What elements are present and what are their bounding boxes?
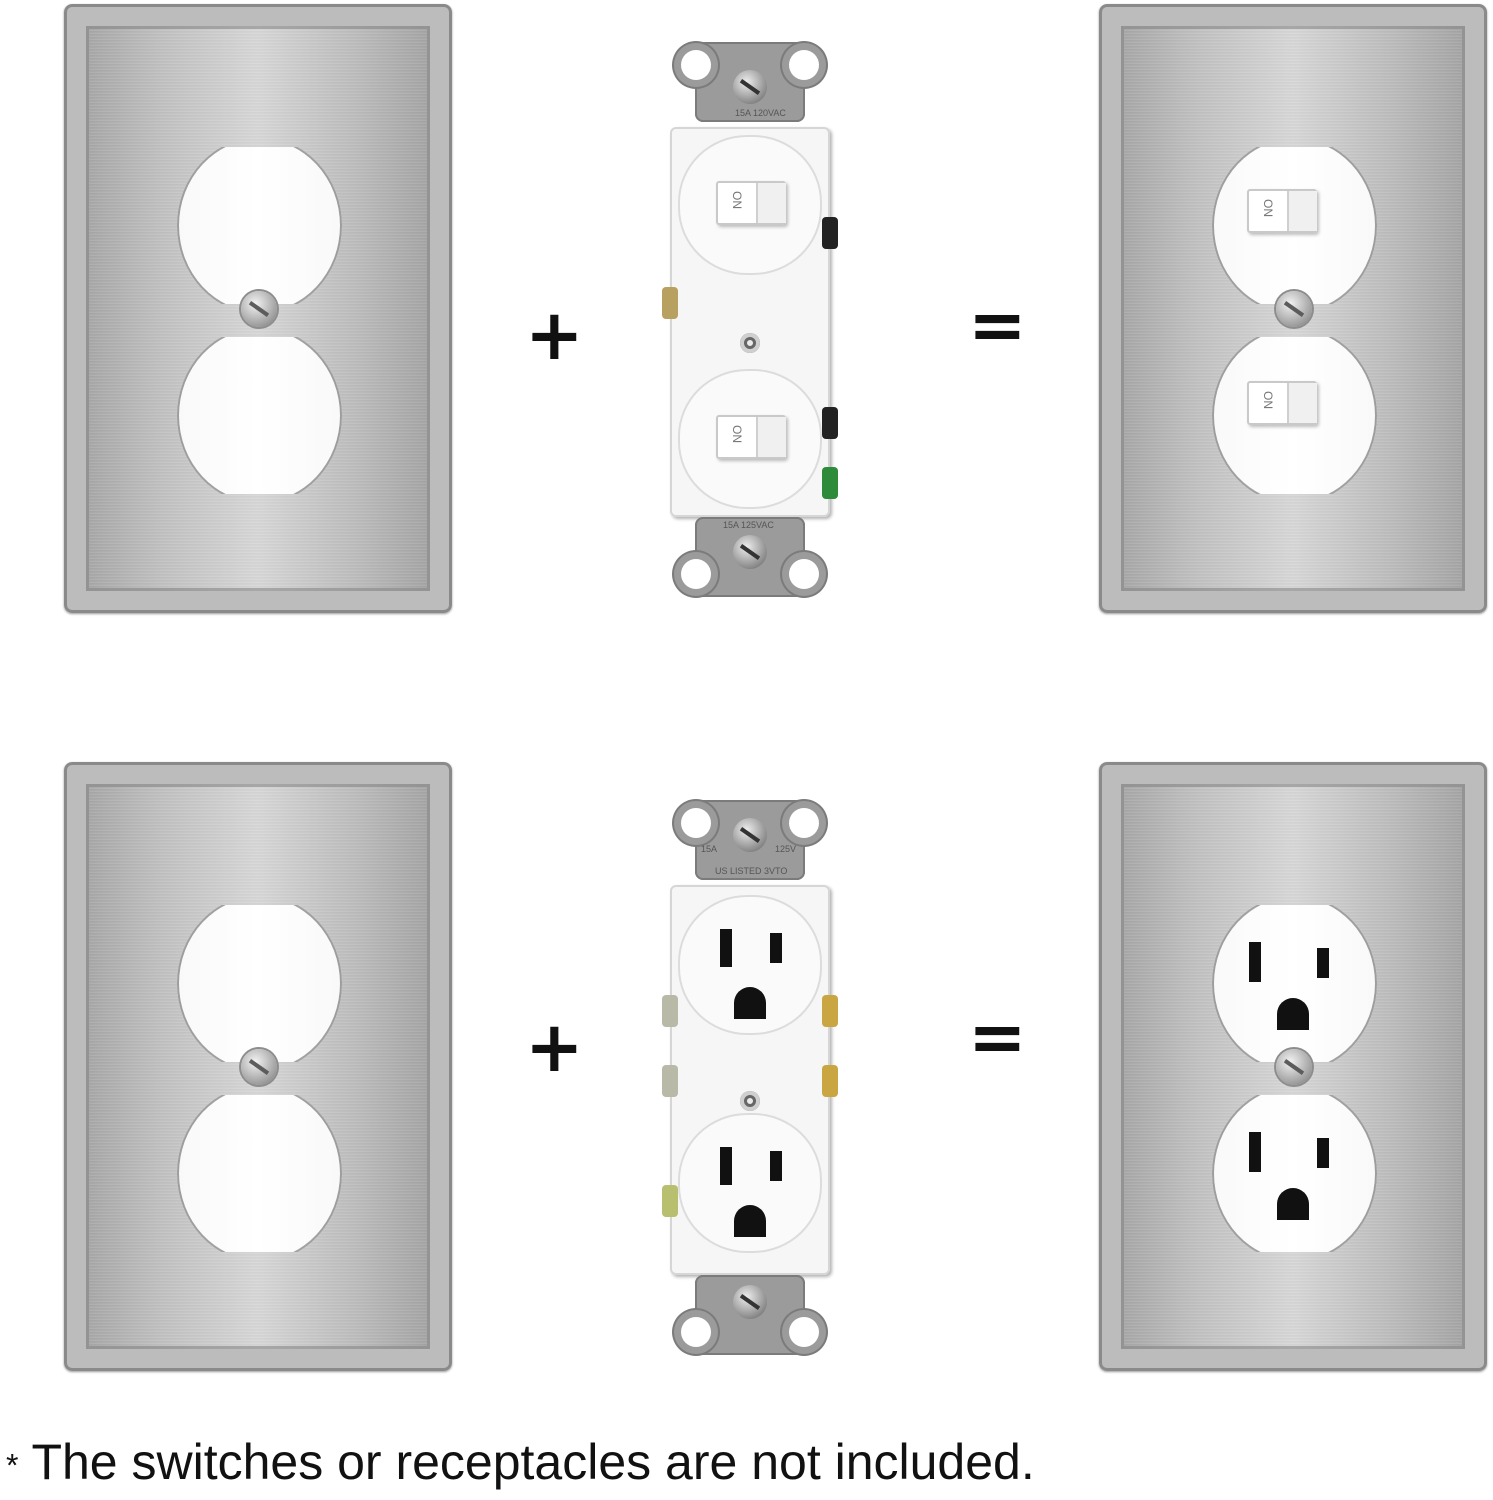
ground-screw-icon [822, 467, 838, 499]
on-label: ON [730, 425, 744, 443]
duplex-receptacle: 15A 125V US LISTED 3VTO [650, 800, 850, 1360]
rating-label: 15A [701, 844, 718, 854]
disclaimer-text: The switches or receptacles are not incl… [31, 1434, 1035, 1490]
rating-label: 125V [775, 844, 797, 854]
neutral-slot [1249, 1132, 1261, 1172]
plate-opening-upper [177, 147, 342, 304]
strap-ear [789, 1317, 819, 1347]
switch-body: ON ON [662, 127, 838, 517]
on-label: ON [1261, 391, 1275, 409]
mounting-strap-top: 15A 125V US LISTED 3VTO [681, 800, 819, 880]
plate-opening-upper [1212, 905, 1377, 1062]
mounting-screw-icon [733, 535, 767, 569]
center-screw-hole [740, 1091, 760, 1111]
asterisk: * [6, 1447, 19, 1484]
terminal-screw-icon [662, 1065, 678, 1097]
switch-face-upper: ON [678, 135, 822, 275]
lever [756, 417, 786, 457]
ground-screw-icon [662, 1185, 678, 1217]
lever [1287, 383, 1317, 423]
hot-slot [1317, 948, 1329, 978]
hot-slot [1317, 1138, 1329, 1168]
receptacle-face-lower [678, 1113, 822, 1253]
plate-opening-lower [177, 337, 342, 494]
terminal-screw-icon [822, 995, 838, 1027]
receptacle-face-upper [678, 895, 822, 1035]
ground-hole [734, 1205, 766, 1237]
hot-slot [770, 1151, 782, 1181]
rating-label: 15A 125VAC [723, 520, 774, 530]
disclaimer-note: * The switches or receptacles are not in… [6, 1433, 1035, 1491]
listing-label: US LISTED 3VTO [715, 866, 788, 876]
plate-screw-icon [241, 1049, 277, 1085]
receptacle-body [662, 885, 838, 1275]
plate-opening-upper [177, 905, 342, 1062]
plate-opening-lower [177, 1095, 342, 1252]
equals-sign: = [968, 996, 1027, 1078]
plate-screw-icon [1276, 1049, 1312, 1085]
neutral-slot [720, 929, 732, 967]
strap-ear [789, 50, 819, 80]
toggle-lever-lower: ON [1247, 381, 1317, 425]
strap-ear [789, 808, 819, 838]
mounting-screw-icon [733, 70, 767, 104]
duplex-toggle-switch: 15A 120VAC ON ON 15A 125VAC [650, 42, 850, 602]
neutral-slot [720, 1147, 732, 1185]
terminal-screw-icon [822, 217, 838, 249]
terminal-screw-icon [662, 995, 678, 1027]
toggle-lever-upper: ON [716, 181, 786, 225]
toggle-lever-lower: ON [716, 415, 786, 459]
plate-screw-icon [1276, 291, 1312, 327]
mounting-screw-icon [733, 1285, 767, 1319]
strap-ear [681, 559, 711, 589]
lever [1287, 191, 1317, 231]
terminal-screw-icon [822, 407, 838, 439]
wall-plate-with-switch: ON ON [1099, 4, 1487, 613]
terminal-screw-icon [662, 287, 678, 319]
strap-ear [681, 1317, 711, 1347]
strap-ear [681, 808, 711, 838]
plus-sign: + [525, 294, 584, 376]
toggle-lever-upper: ON [1247, 189, 1317, 233]
mounting-strap-top: 15A 120VAC [681, 42, 819, 122]
strap-ear [789, 559, 819, 589]
wall-plate-with-receptacle [1099, 762, 1487, 1371]
mounting-screw-icon [733, 818, 767, 852]
lever [756, 183, 786, 223]
on-label: ON [730, 191, 744, 209]
wall-plate-blank-top [64, 4, 452, 613]
rating-label: 15A 120VAC [735, 108, 786, 118]
terminal-screw-icon [822, 1065, 838, 1097]
neutral-slot [1249, 942, 1261, 982]
mounting-strap-bottom: 15A 125VAC [681, 517, 819, 597]
strap-ear [681, 50, 711, 80]
ground-hole [1277, 1188, 1309, 1220]
hot-slot [770, 933, 782, 963]
ground-hole [1277, 998, 1309, 1030]
plus-sign: + [525, 1006, 584, 1088]
plate-screw-icon [241, 291, 277, 327]
on-label: ON [1261, 199, 1275, 217]
mounting-strap-bottom [681, 1275, 819, 1355]
plate-opening-lower [1212, 1095, 1377, 1252]
center-screw-hole [740, 333, 760, 353]
wall-plate-blank-bottom [64, 762, 452, 1371]
ground-hole [734, 987, 766, 1019]
switch-face-lower: ON [678, 369, 822, 509]
equals-sign: = [968, 284, 1027, 366]
